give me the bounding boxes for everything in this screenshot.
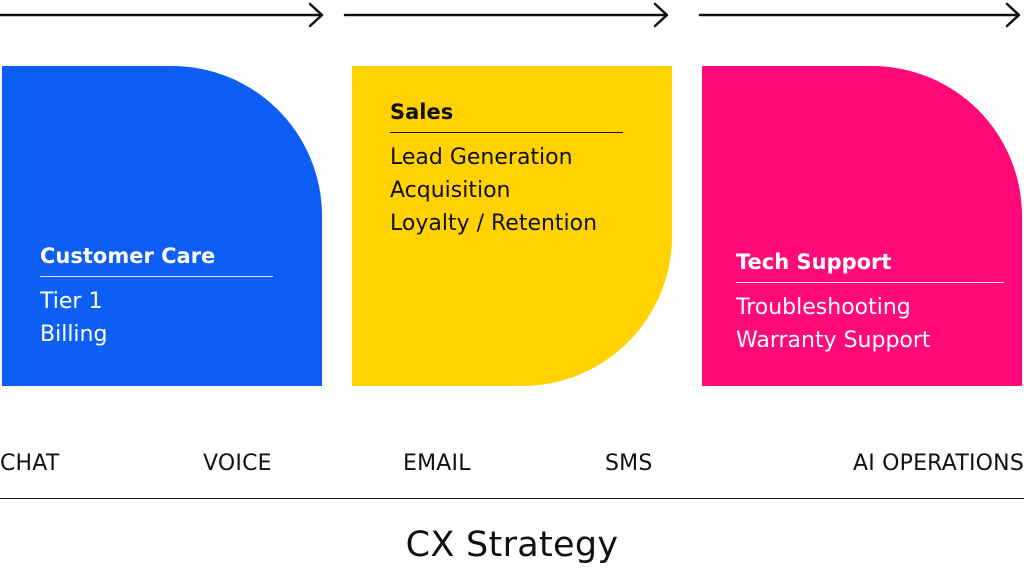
channel-label-ai-operations: AI OPERATIONS: [852, 451, 1024, 476]
stage-card-body: Tech Support Troubleshooting Warranty Su…: [736, 250, 1004, 357]
stage-card-body: Customer Care Tier 1 Billing: [40, 244, 273, 351]
arrow-3: [698, 2, 1021, 28]
stage-title: Sales: [390, 100, 623, 133]
stage-item: Tier 1: [40, 289, 103, 314]
stage-item: Troubleshooting: [736, 295, 911, 320]
stage-card-tech-support: Tech Support Troubleshooting Warranty Su…: [702, 66, 1022, 386]
stage-card-customer-care: Customer Care Tier 1 Billing: [2, 66, 322, 386]
stage-item: Warranty Support: [736, 328, 931, 353]
stage-card-sales: Sales Lead Generation Acquisition Loyalt…: [352, 66, 672, 386]
stage-card-body: Sales Lead Generation Acquisition Loyalt…: [390, 100, 623, 240]
stage-item: Billing: [40, 322, 108, 347]
flow-arrows: [0, 2, 1021, 28]
stage-item: Lead Generation: [390, 145, 573, 170]
channel-label-email: EMAIL: [403, 451, 471, 476]
arrow-2: [343, 2, 669, 28]
stage-title: Tech Support: [736, 250, 1004, 283]
stage-title: Customer Care: [40, 244, 273, 277]
divider-line: [0, 498, 1024, 499]
channel-label-chat: CHAT: [0, 451, 60, 476]
channel-label-sms: SMS: [605, 451, 653, 476]
channel-label-voice: VOICE: [203, 451, 272, 476]
stage-item: Acquisition: [390, 178, 511, 203]
footer-title: CX Strategy: [405, 525, 619, 565]
stage-item: Loyalty / Retention: [390, 211, 598, 236]
arrow-1: [0, 2, 324, 28]
